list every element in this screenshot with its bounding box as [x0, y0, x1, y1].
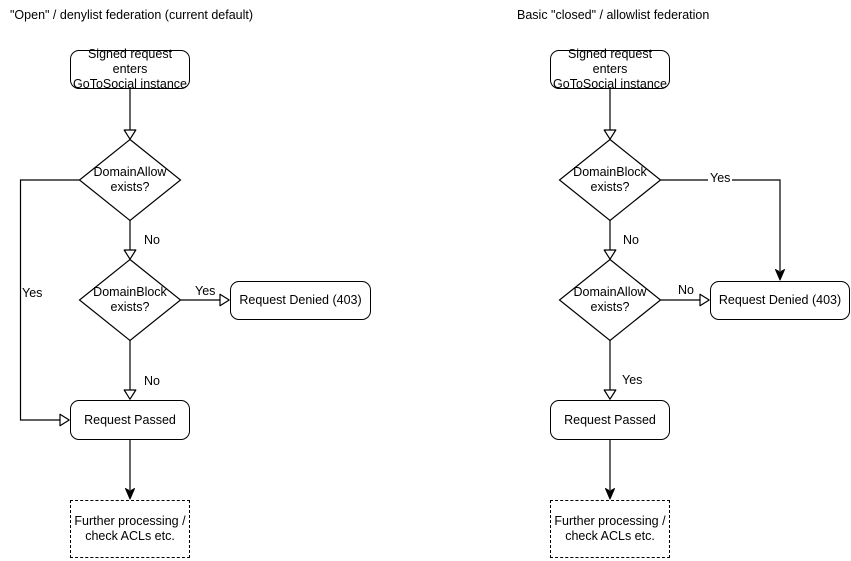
left-decision1-no-label: No	[144, 233, 160, 247]
right-edge-decision1-no	[603, 220, 617, 260]
right-denied-node: Request Denied (403)	[710, 281, 850, 320]
right-decision2-yes-label: Yes	[622, 373, 643, 387]
left-decision2-yes-label: Yes	[195, 284, 216, 298]
right-decision1-diamond	[558, 138, 662, 222]
left-start-node: Signed request enters GoToSocial instanc…	[70, 47, 190, 91]
start-node-label-line2: GoToSocial instance	[553, 77, 667, 91]
arrowhead-open-right-icon	[219, 293, 230, 307]
right-decision2-diamond	[558, 258, 662, 342]
right-further-node: Further processing / check ACLs etc.	[550, 500, 670, 558]
start-node-label-line2: GoToSocial instance	[73, 77, 187, 91]
left-edge-decision1-no	[123, 220, 137, 260]
right-edge-passed-to-further	[605, 440, 615, 500]
right-edge-decision2-no-to-denied	[660, 293, 710, 307]
left-denied-node: Request Denied (403)	[230, 281, 371, 320]
arrowhead-filled-down-icon	[605, 488, 615, 500]
left-decision2-diamond	[78, 258, 182, 342]
arrowhead-open-right-icon	[699, 293, 710, 307]
right-edge-decision2-yes-to-passed	[603, 340, 617, 400]
left-edge-decision2-yes-to-denied	[180, 293, 230, 307]
left-edge-decision2-no-to-passed	[123, 340, 137, 400]
left-decision2-no-label: No	[144, 374, 160, 388]
left-edge-passed-to-further	[125, 440, 135, 500]
start-node-label-line1: Signed request enters	[567, 47, 653, 76]
left-chart-title: "Open" / denylist federation (current de…	[10, 8, 254, 22]
further-node-label-line1: Further processing /	[74, 514, 186, 528]
arrowhead-open-down-icon	[603, 249, 617, 260]
start-node-label-line1: Signed request enters	[87, 47, 173, 76]
left-edge-decision1-yes-loop	[19, 179, 80, 427]
further-node-label-line2: check ACLs etc.	[565, 529, 655, 543]
left-passed-node: Request Passed	[70, 400, 190, 440]
arrowhead-filled-down-icon	[775, 269, 785, 281]
left-decision1-yes-label: Yes	[22, 286, 43, 300]
right-edge-start-to-decision1	[603, 89, 617, 140]
arrowhead-filled-down-icon	[125, 488, 135, 500]
arrowhead-open-down-icon	[123, 389, 137, 400]
further-node-label-line1: Further processing /	[554, 514, 666, 528]
edge-line	[660, 179, 781, 271]
right-decision2-no-label: No	[678, 283, 694, 297]
left-decision1-diamond	[78, 138, 182, 222]
left-edge-start-to-decision1	[123, 89, 137, 140]
right-start-node: Signed request enters GoToSocial instanc…	[550, 47, 670, 91]
arrowhead-open-down-icon	[123, 129, 137, 140]
right-chart-title: Basic "closed" / allowlist federation	[517, 8, 710, 22]
further-node-label-line2: check ACLs etc.	[85, 529, 175, 543]
arrowhead-open-down-icon	[603, 389, 617, 400]
arrowhead-open-down-icon	[603, 129, 617, 140]
arrowhead-open-down-icon	[123, 249, 137, 260]
right-edge-decision1-yes-to-denied	[660, 179, 785, 281]
left-further-node: Further processing / check ACLs etc.	[70, 500, 190, 558]
right-decision1-yes-label: Yes	[708, 171, 733, 185]
edge-line	[19, 179, 80, 421]
right-decision1-no-label: No	[623, 233, 639, 247]
right-passed-node: Request Passed	[550, 400, 670, 440]
arrowhead-open-right-icon	[59, 413, 70, 427]
